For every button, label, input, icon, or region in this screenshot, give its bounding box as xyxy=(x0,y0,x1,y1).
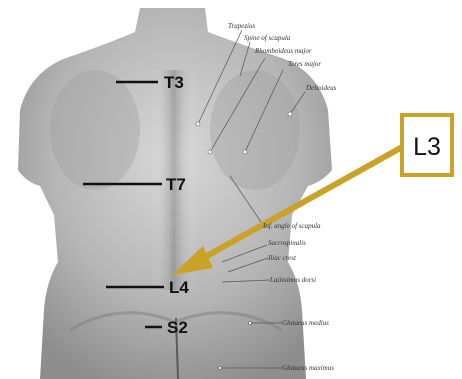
label-trapezius: Trapezius xyxy=(228,22,255,30)
label-teres-major: Teres major xyxy=(288,60,321,68)
l3-callout-box: L3 xyxy=(400,113,454,177)
label-deltoideus: Deltoideus xyxy=(306,84,336,92)
label-glutaeus-maximus: Glutaeus maximus xyxy=(282,364,334,372)
label-t3: T3 xyxy=(164,73,184,93)
label-iliac-crest: Iliac crest xyxy=(268,254,296,262)
label-t7: T7 xyxy=(166,175,186,195)
label-glutaeus-medius: Glutaeus medius xyxy=(282,319,329,327)
left-scapula-shade xyxy=(50,70,140,190)
label-s2: S2 xyxy=(167,318,188,338)
label-rhomboideus-major: Rhomboideus major xyxy=(255,47,312,55)
label-l4: L4 xyxy=(169,278,189,298)
l3-callout-label: L3 xyxy=(404,133,450,162)
label-latissimus-dorsi: Latissimus dorsi xyxy=(270,276,316,284)
label-inf-angle-of-scapula: Inf. angle of scapula xyxy=(263,222,321,230)
label-sacrospinalis: Sacrospinalis xyxy=(268,239,306,247)
label-spine-of-scapula: Spine of scapula xyxy=(244,34,290,42)
